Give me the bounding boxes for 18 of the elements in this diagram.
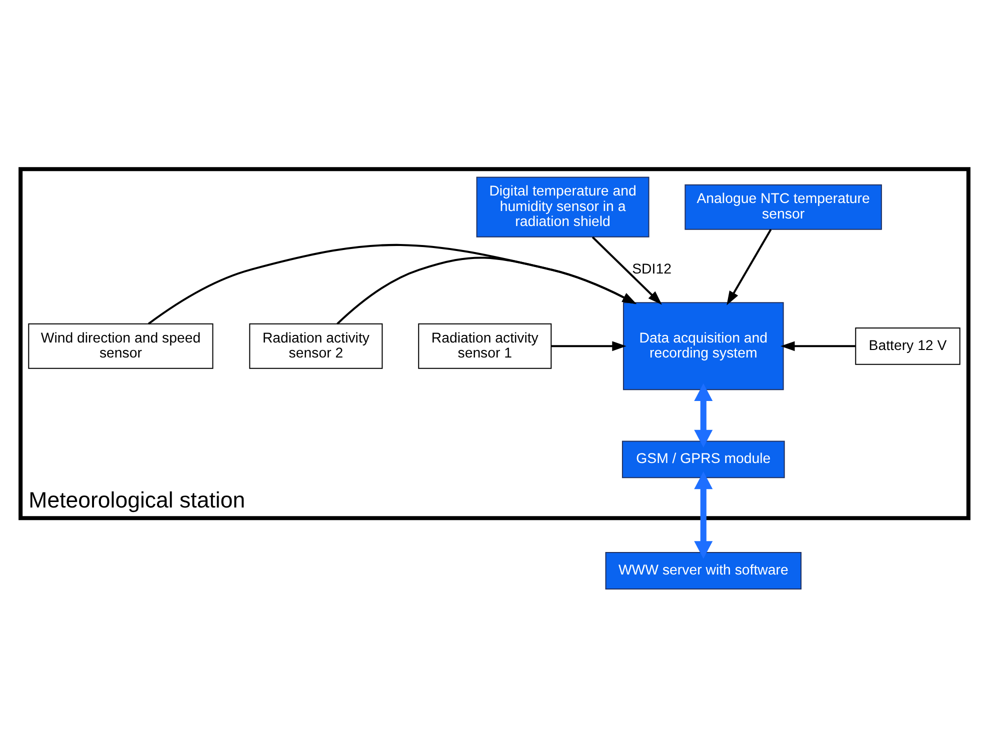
arrow [592,236,662,304]
node-box: Data acquisition and recording system [622,302,784,390]
node-box: GSM / GPRS module [622,440,785,478]
node-box: Battery 12 V [855,326,960,364]
arrow [336,256,637,324]
arrow [780,340,856,351]
arrow [694,471,713,558]
arrow [148,243,637,324]
node-box: WWW server with software [605,552,802,589]
node-box: Analogue NTC temperature sensor [684,184,882,230]
arrow [726,228,772,305]
edge-label: SDI12 [632,261,672,278]
node-box: Radiation activity sensor 1 [418,322,552,368]
arrow [551,340,626,351]
arrow [694,382,713,448]
node-box: Radiation activity sensor 2 [249,322,383,368]
node-box: Wind direction and speed sensor [28,322,214,368]
node-box: Digital temperature and humidity sensor in a radiation shield [476,176,650,237]
